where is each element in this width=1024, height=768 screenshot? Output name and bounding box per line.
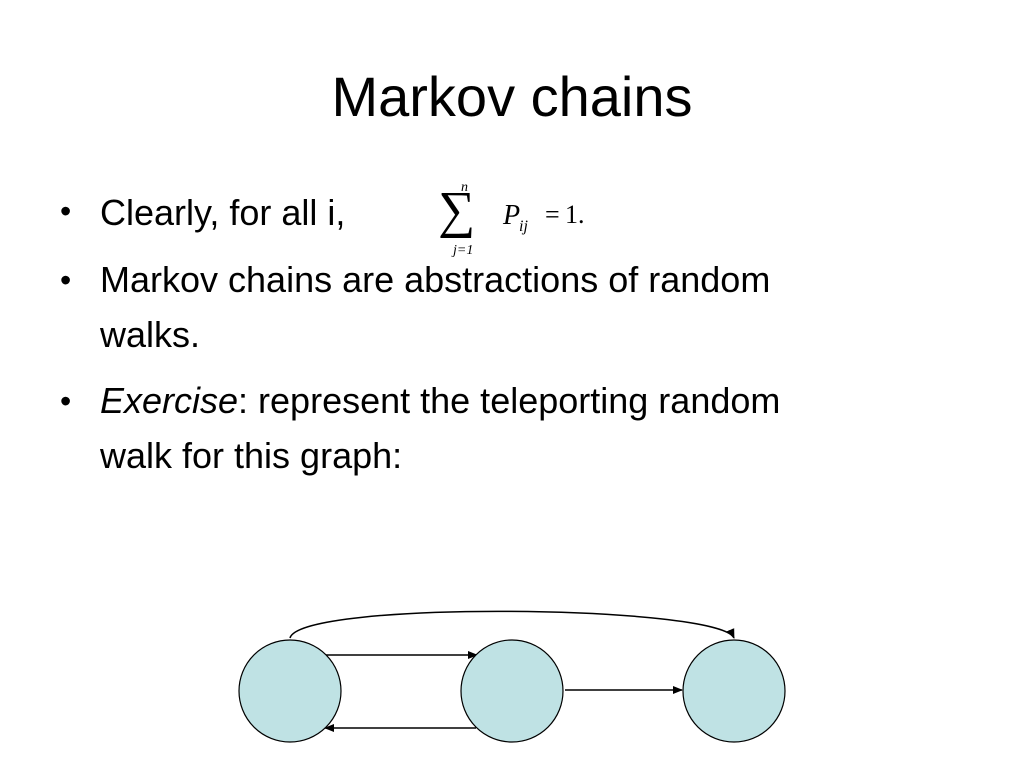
bullet-marker: • [60, 193, 72, 229]
graph-node-2 [460, 639, 564, 743]
bullet-marker: • [60, 383, 72, 419]
sum-upper-limit: n [461, 180, 468, 195]
edge-node1-to-node3 [289, 610, 735, 639]
slide-title: Markov chains [331, 65, 693, 128]
formula-value: 1. [565, 200, 585, 229]
formula-term: P [503, 200, 521, 231]
graph-node-3 [682, 639, 786, 743]
bullet-1-text: Clearly, for all i, [100, 192, 346, 233]
exercise-text: : represent the teleporting random [238, 380, 781, 421]
formula-equals: = [545, 200, 560, 229]
bullet-marker: • [60, 262, 72, 298]
graph-node-1 [238, 639, 342, 743]
formula-subscript: ij [519, 218, 528, 235]
exercise-label: Exercise [100, 380, 239, 421]
sigma-symbol: ∑ [438, 182, 476, 239]
bullet-2-line-2: walks. [100, 314, 201, 355]
bullet-2-line-1: Markov chains are abstractions of random [100, 259, 771, 300]
bullet-3-line-2: walk for this graph: [100, 435, 403, 476]
sum-lower-limit: j=1 [453, 243, 474, 258]
bullet-3-line-1: Exercise: represent the teleporting rand… [100, 381, 780, 421]
